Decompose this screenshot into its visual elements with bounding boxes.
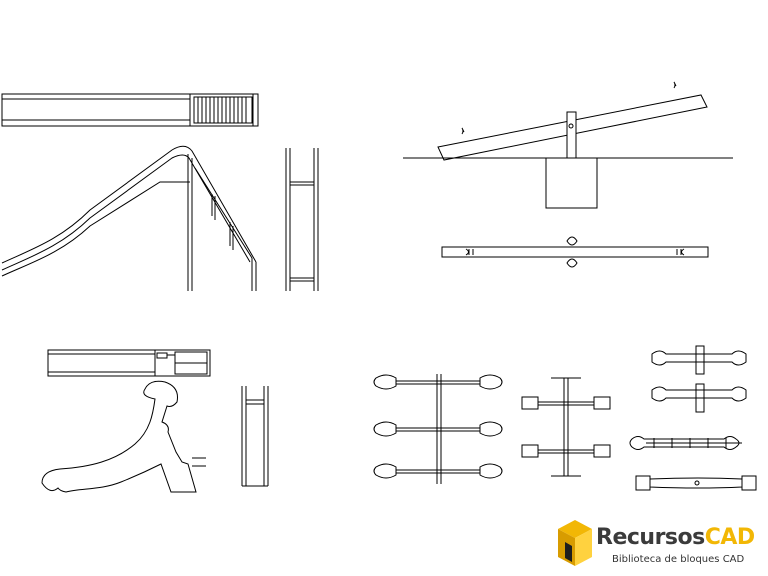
curved-slide-front-view	[242, 386, 268, 486]
double-swing-top-view	[522, 378, 610, 476]
seesaw-variant-3	[630, 437, 742, 450]
seesaw-variant-1	[652, 346, 746, 374]
seesaw-top-view	[442, 237, 708, 267]
swing-seat-row-2	[374, 422, 502, 436]
swing-seat-row-3	[374, 464, 502, 478]
seesaw-side-view	[403, 82, 733, 208]
seesaw-variant-2	[652, 384, 746, 412]
recursoscad-cube-icon	[558, 520, 592, 566]
brand-tagline: Biblioteca de bloques CAD	[612, 554, 745, 565]
swing-seat-row-1	[374, 375, 502, 389]
straight-slide-front-view	[286, 148, 318, 291]
curved-slide-top-view	[48, 350, 210, 376]
triple-swing-top-view	[374, 374, 502, 484]
straight-slide-side-view	[2, 146, 256, 291]
brand-name: RecursosCAD	[596, 525, 755, 550]
brand-name-accent: CAD	[704, 525, 755, 550]
recursoscad-watermark: RecursosCAD Biblioteca de bloques CAD	[556, 516, 768, 576]
curved-slide-side-view	[42, 381, 206, 492]
straight-slide-top-view	[2, 94, 258, 126]
seesaw-variant-4	[636, 476, 756, 490]
seesaw-variants-top-view	[630, 346, 756, 490]
